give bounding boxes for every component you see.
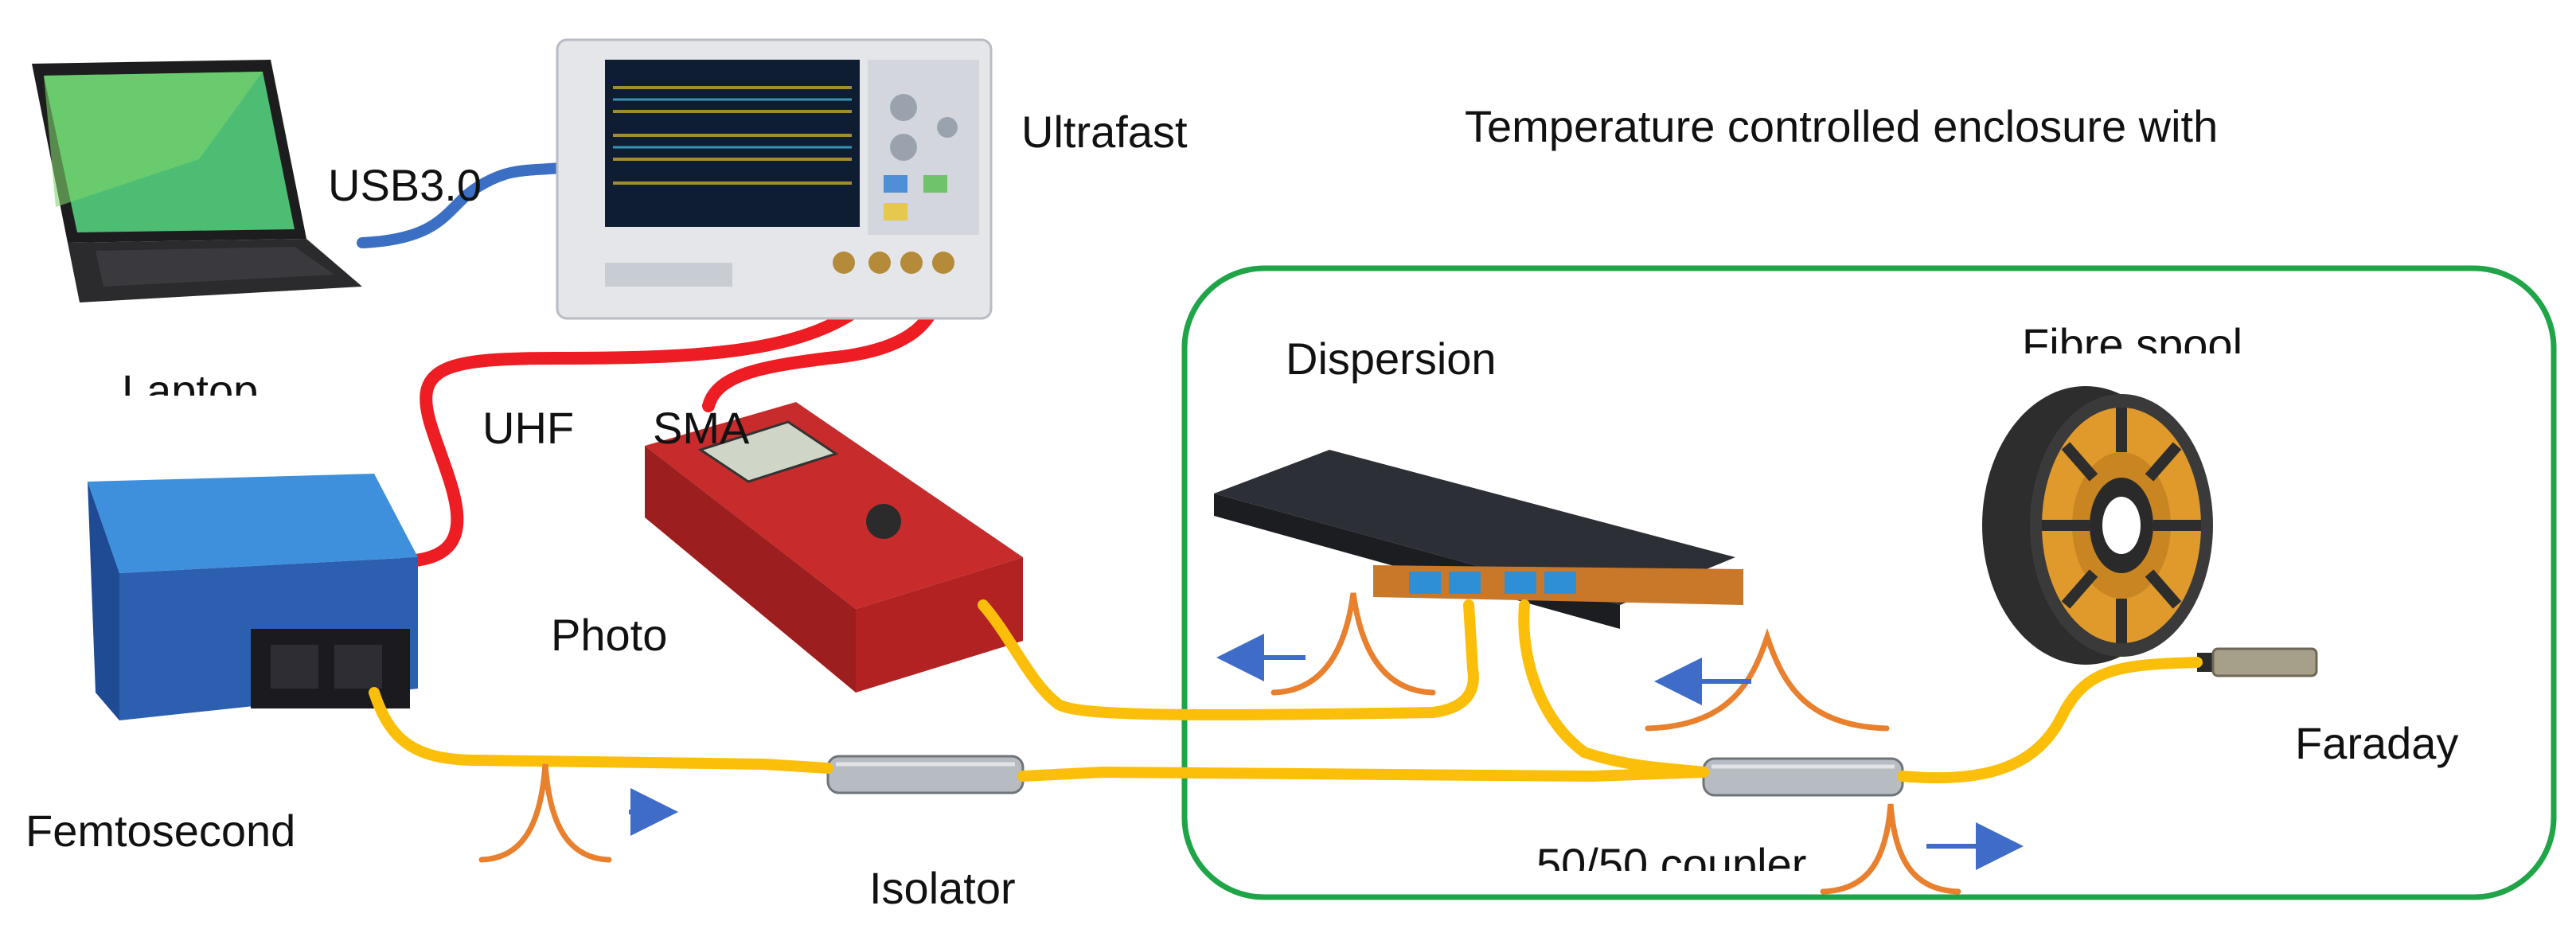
label-coupler: 50/50 coupler — [1536, 839, 1806, 889]
enclosure-border — [1181, 265, 2557, 900]
label-femtosecond: Femtosecond — [25, 806, 295, 856]
photodetector-image — [645, 402, 1023, 693]
label-uhf: UHF — [482, 403, 574, 453]
label-faraday: Faraday — [2295, 718, 2458, 768]
dispersion-module-image — [1214, 450, 1743, 629]
pulse-dispersion — [1270, 592, 1436, 696]
isolator-image — [826, 755, 1025, 794]
oscilloscope-image — [556, 38, 993, 320]
pulse-coupler — [1820, 803, 1961, 895]
optical-pulses — [478, 592, 1961, 895]
label-fibre-spool: Fibre spool — [2022, 319, 2242, 369]
fibre-spool-image — [1982, 386, 2213, 665]
label-photo: Photo — [551, 610, 667, 660]
laptop-image — [32, 60, 362, 302]
pulse-dispersed — [1645, 627, 1890, 732]
pulse-input — [478, 763, 612, 863]
label-ultrafast: Ultrafast — [1021, 107, 1188, 157]
optical-fibres — [369, 599, 2203, 784]
femtosecond-laser-image — [88, 474, 418, 720]
label-laptop: Laptop — [122, 365, 258, 416]
coupler-image — [1702, 757, 1904, 797]
faraday-mirror-image — [2197, 647, 2318, 677]
label-sma: SMA — [653, 403, 750, 453]
direction-arrows — [629, 634, 2024, 870]
label-isolator: Isolator — [869, 863, 1016, 913]
label-enclosure: Temperature controlled enclosure with — [1465, 101, 2218, 151]
label-dispersion: Dispersion — [1286, 334, 1497, 384]
label-usb: USB3.0 — [328, 160, 482, 210]
usb-cable — [357, 162, 579, 248]
